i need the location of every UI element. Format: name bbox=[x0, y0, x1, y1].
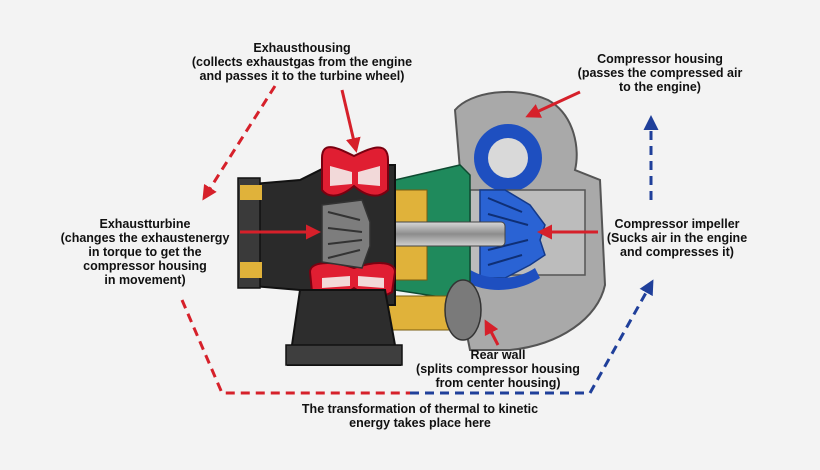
exhaust-turbine-desc-3: compressor housing bbox=[83, 259, 207, 273]
arrow-rear-wall bbox=[484, 319, 500, 346]
flow-blue-right bbox=[410, 279, 654, 395]
exhaust-housing-desc-2: and passes it to the turbine wheel) bbox=[199, 69, 405, 83]
exhaust-turbine-desc-2: in torque to get the bbox=[88, 245, 202, 259]
turbine-wheel-blades bbox=[327, 211, 363, 259]
transformation-line-2: energy takes place here bbox=[349, 416, 491, 430]
flow-red-left bbox=[180, 299, 410, 395]
exhaust-housing-title: Exhausthousing bbox=[253, 41, 351, 55]
compressor-volute-inner bbox=[488, 138, 528, 178]
compressor-housing-title: Compressor housing bbox=[597, 52, 723, 66]
exhaust-turbine-desc-1: (changes the exhaustenergy bbox=[60, 231, 230, 245]
exhaust-housing-bottom-inner bbox=[322, 276, 384, 288]
turbocharger-illustration bbox=[237, 90, 607, 366]
rear-wall-disc bbox=[444, 279, 482, 341]
label-exhaust-turbine: Exhaustturbine (changes the exhaustenerg… bbox=[55, 217, 235, 287]
turbine-outlet-flange bbox=[285, 344, 403, 366]
transformation-line-1: The transformation of thermal to kinetic bbox=[301, 402, 539, 416]
compressor-housing-desc-1: (passes the compressed air bbox=[577, 66, 743, 80]
exhaust-turbine-desc-4: in movement) bbox=[104, 273, 186, 287]
label-compressor-housing: Compressor housing (passes the compresse… bbox=[560, 52, 760, 94]
turbine-outlet-yellow bbox=[240, 185, 262, 278]
compressor-impeller-title: Compressor impeller bbox=[614, 217, 740, 231]
exhaust-housing-desc-1: (collects exhaustgas from the engine bbox=[191, 55, 413, 69]
compressor-impeller-desc-1: (Sucks air in the engine bbox=[606, 231, 748, 245]
flow-red-top bbox=[202, 85, 277, 201]
rear-wall-desc-1: (splits compressor housing bbox=[416, 362, 580, 376]
compressor-impeller-desc-2: and compresses it) bbox=[620, 245, 734, 259]
label-exhaust-housing: Exhausthousing (collects exhaustgas from… bbox=[172, 41, 432, 83]
pointer-arrows bbox=[240, 89, 598, 346]
rear-wall-title: Rear wall bbox=[470, 348, 526, 362]
label-transformation: The transformation of thermal to kinetic… bbox=[290, 402, 550, 430]
exhaust-turbine-title: Exhaustturbine bbox=[99, 217, 191, 231]
arrow-compressor-housing bbox=[525, 90, 581, 118]
label-rear-wall: Rear wall (splits compressor housing fro… bbox=[408, 348, 588, 390]
label-compressor-impeller: Compressor impeller (Sucks air in the en… bbox=[596, 217, 758, 259]
energy-flow-path bbox=[180, 85, 659, 395]
compressor-housing-desc-2: to the engine) bbox=[619, 80, 701, 94]
compressor-volute-lower bbox=[448, 255, 540, 290]
rear-wall-desc-2: from center housing) bbox=[435, 376, 561, 390]
impeller-blades bbox=[487, 197, 529, 266]
exhaust-housing-top-inner bbox=[330, 166, 380, 186]
arrow-exhaust-housing bbox=[340, 89, 361, 153]
